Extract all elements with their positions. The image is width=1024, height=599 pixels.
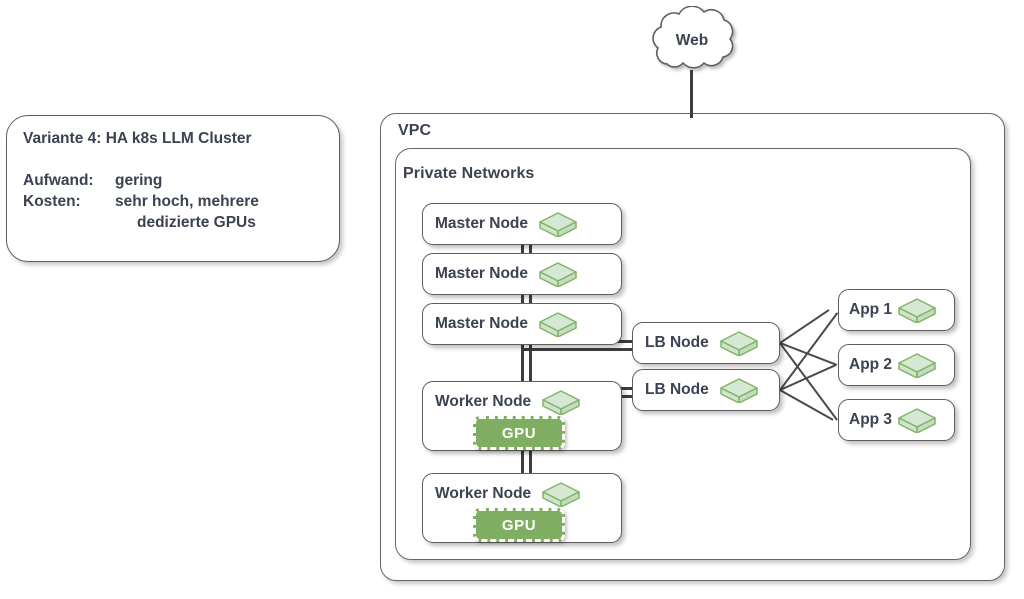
cluster-bus-line-right (529, 244, 532, 496)
legend-row: Kosten: sehr hoch, mehrere (23, 191, 331, 212)
legend-key: Aufwand: (23, 172, 94, 189)
legend-row: dedizierte GPUs (23, 212, 331, 233)
gpu-badge: GPU (472, 416, 566, 450)
node-label: App 2 (849, 356, 893, 373)
node-app-1[interactable]: App 1 (838, 289, 955, 331)
node-label: LB Node (645, 334, 709, 351)
legend-value: gering (115, 172, 163, 189)
legend-value: dedizierte GPUs (137, 214, 256, 231)
node-worker-2[interactable]: Worker Node GPU (422, 473, 622, 543)
node-label: App 1 (849, 301, 893, 318)
node-label: LB Node (645, 381, 709, 398)
server-cube-icon (896, 352, 938, 378)
legend-title: Variante 4: HA k8s LLM Cluster (23, 130, 252, 147)
node-master-2[interactable]: Master Node (422, 253, 622, 295)
server-cube-icon (896, 297, 938, 323)
server-cube-icon (537, 311, 579, 337)
server-cube-icon (537, 211, 579, 237)
node-app-3[interactable]: App 3 (838, 399, 955, 441)
private-networks-group-label: Private Networks (403, 165, 535, 182)
node-worker-1[interactable]: Worker Node GPU (422, 381, 622, 451)
node-label: Master Node (435, 315, 529, 332)
gpu-badge: GPU (472, 508, 566, 542)
node-label: Worker Node (435, 485, 532, 502)
server-cube-icon (896, 407, 938, 433)
web-cloud: Web (636, 6, 748, 74)
cloud-label: Web (675, 32, 709, 49)
node-master-3[interactable]: Master Node (422, 303, 622, 345)
legend-key: Kosten: (23, 193, 81, 210)
node-app-2[interactable]: App 2 (838, 344, 955, 386)
edge-web-to-vpc (690, 70, 693, 118)
vpc-group-label: VPC (398, 122, 432, 139)
node-label: Master Node (435, 215, 529, 232)
legend-panel: Variante 4: HA k8s LLM Cluster Aufwand: … (6, 115, 340, 262)
legend-value: sehr hoch, mehrere (115, 193, 259, 210)
server-cube-icon (537, 261, 579, 287)
node-label: Master Node (435, 265, 529, 282)
cloud-icon (652, 6, 734, 69)
edge-bus-to-lb1-b (521, 348, 641, 351)
cluster-bus-line-left (521, 244, 524, 496)
node-lb-1[interactable]: LB Node (632, 322, 780, 364)
legend-row: Aufwand: gering (23, 170, 331, 191)
node-master-1[interactable]: Master Node (422, 203, 622, 245)
node-label: App 3 (849, 411, 893, 428)
server-cube-icon (718, 377, 760, 403)
node-lb-2[interactable]: LB Node (632, 369, 780, 411)
server-cube-icon (718, 330, 760, 356)
node-label: Worker Node (435, 393, 532, 410)
server-cube-icon (540, 389, 582, 415)
legend-rows: Aufwand: gering Kosten: sehr hoch, mehre… (23, 170, 331, 233)
server-cube-icon (540, 481, 582, 507)
